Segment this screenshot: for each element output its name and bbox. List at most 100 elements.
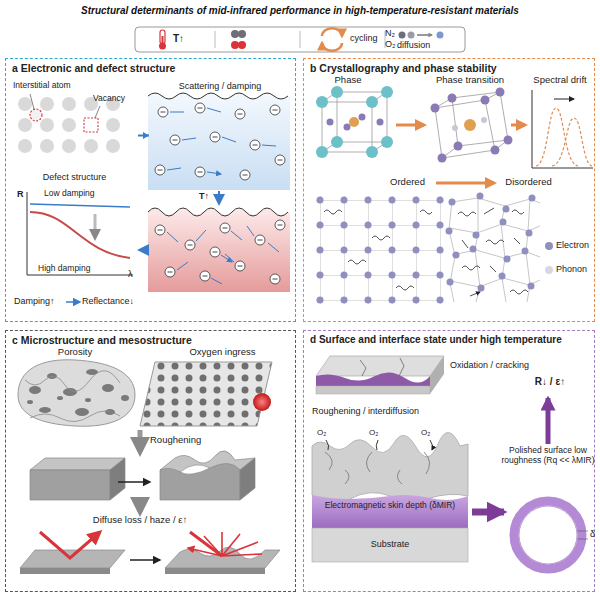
crystal-phase-part <box>511 124 525 127</box>
defect-lattice-part <box>95 106 100 118</box>
crystal-phase-part <box>327 119 334 126</box>
hot-box-part <box>200 271 210 281</box>
reflection-plates-part <box>130 559 160 561</box>
porosity-foam-part <box>25 371 120 422</box>
legend-text: Phonon <box>556 264 596 274</box>
node-text: High damping <box>38 264 128 274</box>
legend-bar-icons-part <box>231 30 239 38</box>
hot-box-part <box>185 240 195 250</box>
porosity-foam-part <box>63 388 77 396</box>
scattering-box: Scattering / damping <box>149 79 291 191</box>
legend-bar-icons-part <box>238 30 246 38</box>
node-text: Scattering / damping <box>154 81 286 91</box>
defect-lattice-part <box>18 97 32 111</box>
roughening-blocks <box>30 430 255 512</box>
cross-section <box>312 432 504 562</box>
roughening-blocks-part <box>160 463 240 500</box>
roughening-blocks-part <box>118 481 150 483</box>
node-text: Vacancy <box>93 94 138 104</box>
node-text: c Microstructure and mesostructure <box>12 334 292 346</box>
node-text: diffusion <box>397 40 457 50</box>
scattering-box-part-part <box>210 132 220 142</box>
hot-box-part-part <box>223 228 228 229</box>
crystal-phase-part <box>349 117 359 127</box>
cross-section-part <box>326 440 433 450</box>
oxidation-slab-part <box>316 356 444 376</box>
arrow-head <box>143 132 149 139</box>
scattering-box-part <box>250 140 260 150</box>
electron-phonon-lattice-part <box>522 248 529 255</box>
legend-bar: T↑N₂O₂cyclingdiffusion <box>135 27 465 52</box>
porosity-foam-part <box>29 386 41 394</box>
porosity-foam-part <box>105 409 115 415</box>
legend-text: Electron <box>556 240 596 250</box>
electron-phonon-lattice-part <box>528 283 535 290</box>
annotation-label: O₂ <box>369 428 387 437</box>
scattering-box-part-part <box>275 155 285 165</box>
hot-box-part-part <box>258 240 263 241</box>
crystal-phase-part <box>436 182 494 185</box>
electron-phonon-lattice-part <box>446 228 453 235</box>
roughening-blocks-part <box>240 458 255 500</box>
scattering-box-part <box>235 109 245 119</box>
annotation-label: Oxidation / cracking <box>450 360 560 370</box>
scattering-box-part <box>155 165 165 175</box>
reflectance-graph-part <box>27 192 133 275</box>
scattering-box-part-part <box>253 145 258 146</box>
panel-c: c Microstructure and mesostructure <box>5 330 296 592</box>
defect-lattice-part <box>84 118 98 132</box>
annotation-label: Substrate <box>350 539 430 549</box>
cross-section-part <box>312 495 468 528</box>
electron-phonon-lattice-part <box>500 219 507 226</box>
legend-bar-icons-part <box>408 32 415 39</box>
node-text: R <box>17 189 29 199</box>
crystal-phase-part <box>322 92 387 152</box>
crystal-phase-part <box>481 117 487 123</box>
crystal-phase-part <box>377 119 384 126</box>
hot-box-part-part <box>210 247 220 257</box>
crystal-phase-part <box>431 104 440 113</box>
scattering-box-part-part <box>198 108 203 109</box>
legend-swatch <box>545 242 553 250</box>
hot-box-part <box>148 209 290 292</box>
hot-box-part-part <box>203 276 208 277</box>
perforated-plate-part <box>140 362 272 426</box>
legend-bar-icons-part <box>238 41 246 49</box>
annotation-label: Oxygen ingress <box>175 347 270 358</box>
scattering-box-part <box>210 132 220 142</box>
defect-lattice-part <box>18 139 32 153</box>
hot-box-part <box>270 274 280 284</box>
annotation-label: Roughening / interdiffusion <box>312 406 462 416</box>
crystal-phase-part <box>366 96 378 108</box>
hot-box-part-part <box>213 252 218 253</box>
hot-box-part-part <box>165 267 175 277</box>
defect-lattice-part <box>40 118 54 132</box>
porosity-foam-part <box>18 360 135 426</box>
annotation-label: Phase <box>328 75 368 86</box>
crystal-phase-part <box>344 124 351 131</box>
cross-section-part <box>312 528 468 562</box>
annotation-label: Roughening <box>150 435 230 446</box>
annotation-label: Reflectance↓ <box>82 296 154 306</box>
scattering-box-part-part <box>170 135 180 145</box>
crystal-phase-part <box>481 96 490 105</box>
oxidation-slab-part <box>316 372 430 386</box>
oxidation-slab-part <box>430 356 444 394</box>
figure-title: Structural determinants of mid-infrared … <box>0 5 600 17</box>
scattering-box-part <box>240 170 250 180</box>
electron-phonon-lattice-part <box>453 252 460 259</box>
crystal-phase-part <box>491 146 500 155</box>
scattering-box-part-part <box>198 172 203 173</box>
scattering-box-part-part <box>273 110 278 111</box>
hot-box-part-part <box>235 261 245 271</box>
oxidation-slab-part <box>360 358 404 376</box>
node-text: Defect structure <box>16 172 133 182</box>
scattering-box-part-part <box>270 105 280 115</box>
crystal-phase-part <box>316 96 328 108</box>
hot-box-part <box>167 226 279 284</box>
hot-box-part-part <box>168 272 173 273</box>
scattering-box-part-part <box>158 170 163 171</box>
defect-lattice-part <box>106 118 120 132</box>
crystal-phase-part <box>532 90 593 168</box>
